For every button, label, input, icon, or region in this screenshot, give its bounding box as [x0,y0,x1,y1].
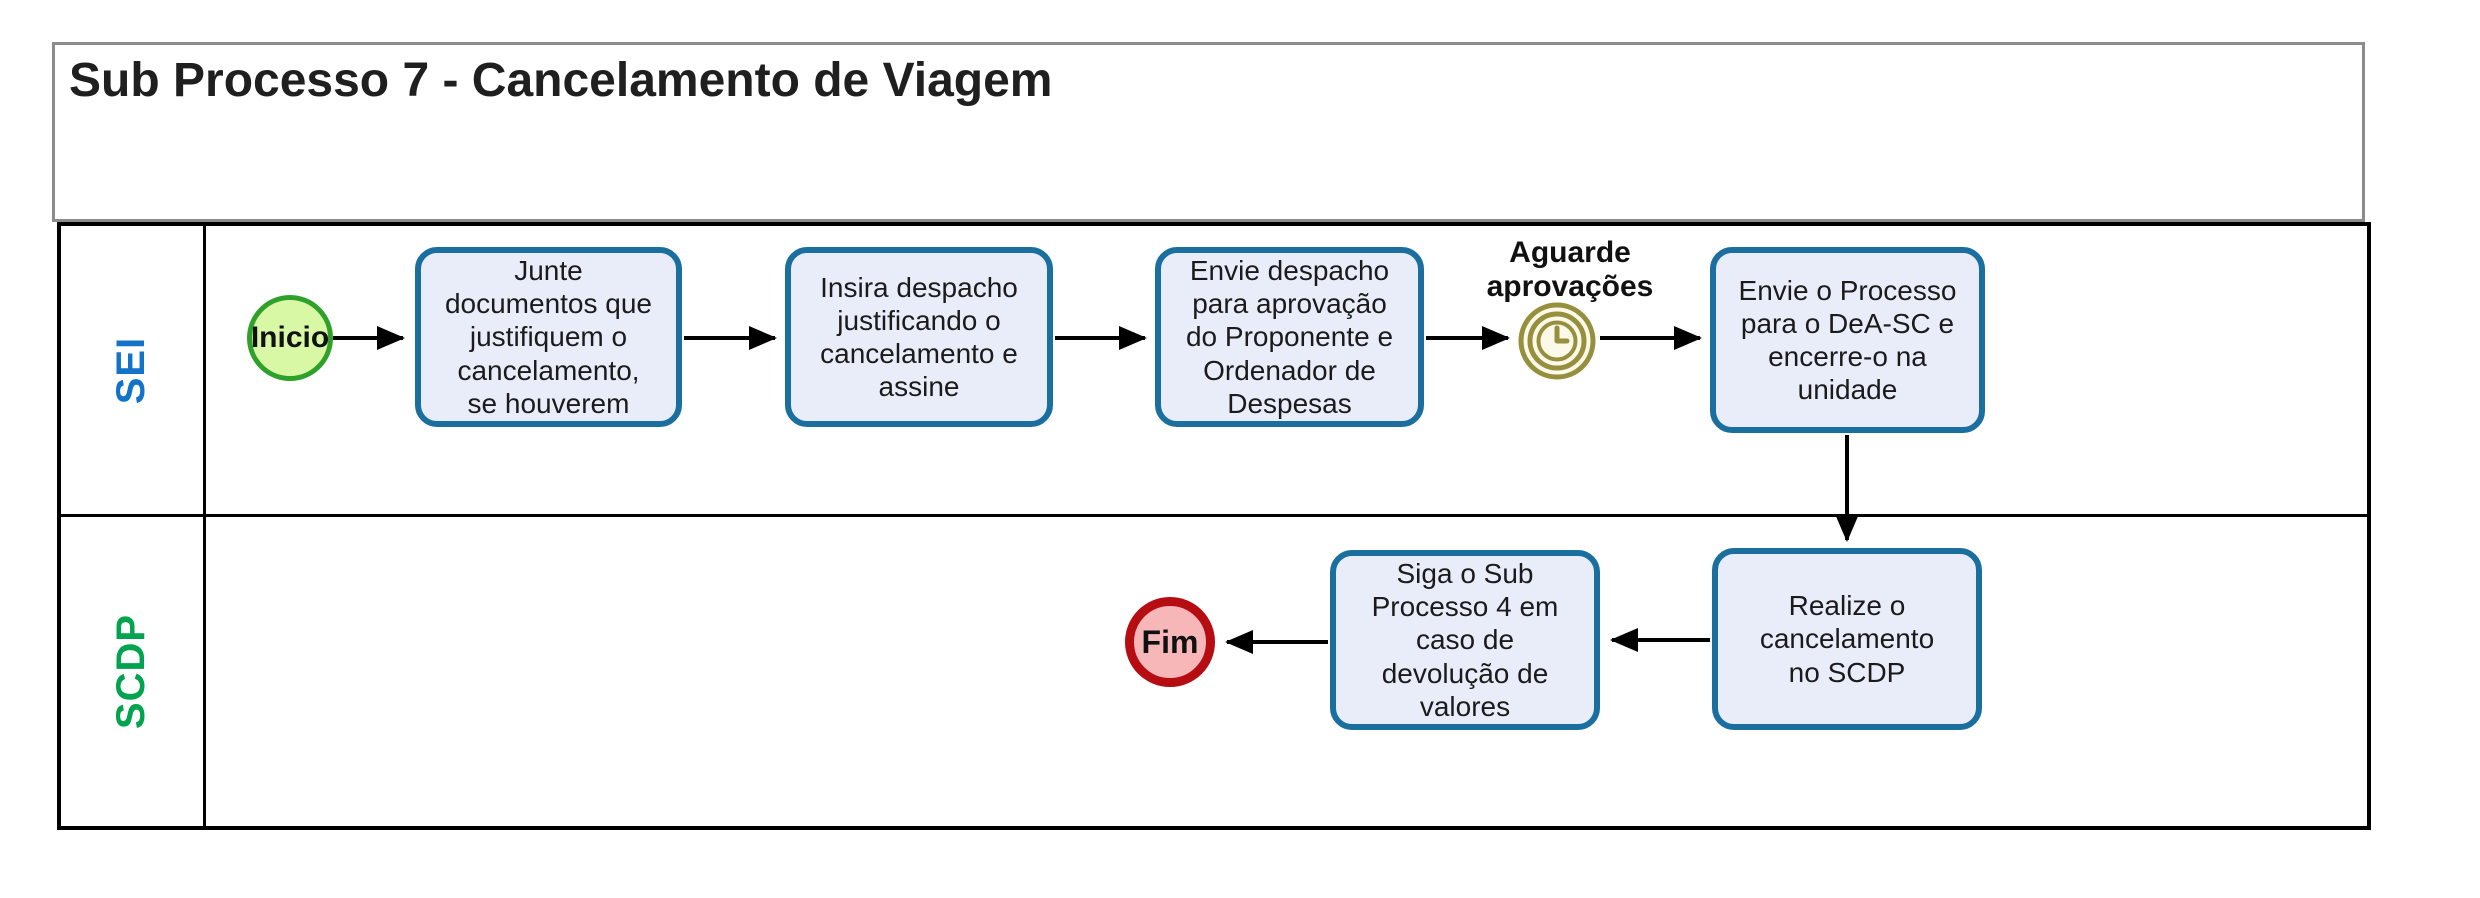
end-event: Fim [1125,597,1215,687]
start-event: Inicio [247,295,333,381]
task-siga-subprocesso4-label: Siga o Sub Processo 4 em caso de devoluç… [1371,558,1559,722]
lane-scdp-header: SCDP [61,517,206,826]
task-envie-despacho: Envie despacho para aprovação do Propone… [1155,247,1424,427]
task-envie-despacho-label: Envie despacho para aprovação do Propone… [1185,255,1394,419]
lane-scdp: SCDP [61,514,2367,826]
task-envie-processo-label: Envie o Processo para o DeA-SC e encerre… [1738,274,1957,406]
clock-icon [1518,302,1596,380]
task-insira-despacho: Insira despacho justificando o cancelame… [785,247,1053,427]
diagram-title: Sub Processo 7 - Cancelamento de Viagem [69,54,1053,107]
timer-event-label: Aguarde aprovações [1486,236,1654,303]
task-siga-subprocesso4: Siga o Sub Processo 4 em caso de devoluç… [1330,550,1600,730]
lane-sei-label: SEI [109,336,154,404]
lane-sei-header: SEI [61,226,206,514]
task-junte-documentos: Junte documentos que justifiquem o cance… [415,247,682,427]
task-realize-cancelamento-label: Realize o cancelamento no SCDP [1759,590,1935,688]
timer-event [1517,301,1597,381]
task-realize-cancelamento: Realize o cancelamento no SCDP [1712,548,1982,730]
lane-scdp-label: SCDP [109,613,154,730]
task-junte-documentos-label: Junte documentos que justifiquem o cance… [444,255,653,419]
diagram-title-box: Sub Processo 7 - Cancelamento de Viagem [52,42,2365,222]
start-event-label: Inicio [250,321,330,354]
task-insira-despacho-label: Insira despacho justificando o cancelame… [820,271,1018,403]
lane-sei: SEI [61,226,2367,514]
end-event-label: Fim [1141,623,1199,660]
task-envie-processo: Envie o Processo para o DeA-SC e encerre… [1710,247,1985,433]
